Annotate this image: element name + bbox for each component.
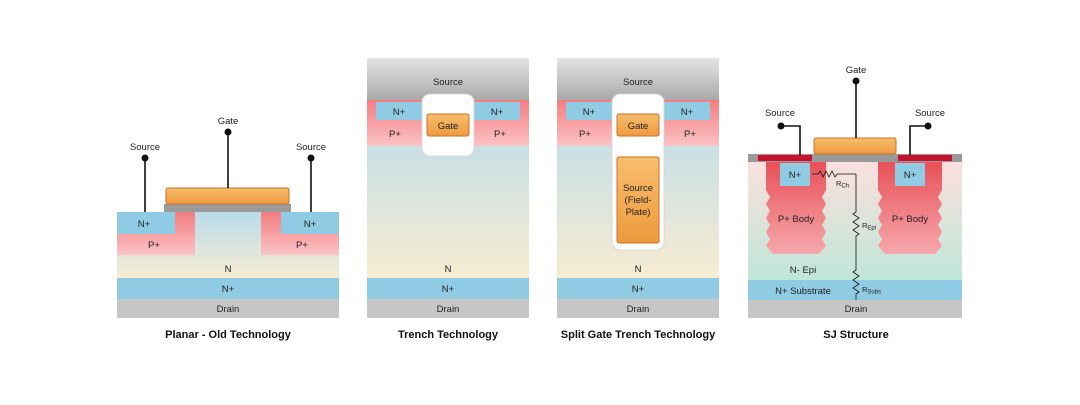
sj-n-plus-left [780, 163, 810, 186]
split-field-plate-label-line2: (Field- [625, 195, 652, 206]
split-n-label: N [635, 264, 642, 275]
planar-n-plus-substrate [117, 278, 339, 299]
split-field-plate [616, 156, 660, 244]
sj-source-label-right: Source [915, 108, 945, 119]
planar-p-plus-left-label: P+ [148, 240, 160, 251]
split-n-plus-left-label: N+ [583, 107, 596, 118]
planar-gate-label: Gate [218, 116, 239, 127]
sj-p-body-right [878, 162, 942, 254]
split-p-plus-right-label: P+ [684, 129, 696, 140]
trench-p-plus-right-label: P+ [494, 129, 506, 140]
split-n-plus-right [663, 102, 710, 120]
trench-n-plus-left-label: N+ [393, 107, 406, 118]
planar-gate-terminal [224, 128, 232, 136]
split-gate-diagram: Source Gate Source (Field- Plate) N+ N+ … [557, 58, 719, 341]
split-field-plate-label-line1: Source [623, 183, 653, 194]
split-n-plus-substrate-label: N+ [632, 284, 645, 295]
sj-r-subs-label: RSubs [862, 285, 881, 296]
sj-drain-metal [748, 300, 962, 318]
trench-p-plus-left-label: P+ [389, 129, 401, 140]
sj-n-epi-label: N- Epi [790, 265, 816, 276]
sj-gate [813, 137, 897, 155]
sj-p-body-left-label: P+ Body [778, 214, 814, 225]
planar-n-plus-left-label: N+ [138, 219, 151, 230]
split-gate [616, 113, 660, 137]
sj-n-plus-substrate-label: N+ Substrate [775, 286, 831, 297]
sj-n-plus-left-label: N+ [789, 170, 802, 181]
split-gate-label: Gate [628, 121, 649, 132]
split-n-plus-right-label: N+ [681, 107, 694, 118]
sj-source-label-left: Source [765, 108, 795, 119]
planar-n-plus-right-label: N+ [304, 219, 317, 230]
split-drain-metal [557, 299, 719, 318]
sj-source-metal-right [898, 155, 952, 161]
sj-caption: SJ Structure [823, 329, 888, 341]
split-caption: Split Gate Trench Technology [561, 329, 716, 341]
split-field-plate-label-line3: Plate) [626, 207, 651, 218]
planar-drain-label: Drain [217, 304, 240, 315]
trench-drain-label: Drain [437, 304, 460, 315]
sj-p-body-right-label: P+ Body [892, 214, 928, 225]
split-source-metal [557, 58, 719, 100]
planar-diagram: Gate Source Source N+ N+ P+ P+ N N+ Drai… [117, 116, 339, 341]
split-n-plus-substrate [557, 278, 719, 299]
trench-n-plus-left [376, 102, 423, 120]
planar-gate [165, 187, 290, 205]
planar-n-plus-right [281, 212, 339, 234]
sj-gate-terminal [852, 77, 860, 85]
sj-drain-label: Drain [845, 304, 868, 315]
planar-source-label-right: Source [296, 142, 326, 153]
planar-drain-metal [117, 299, 339, 318]
sj-resistor-network [812, 170, 860, 300]
sj-surface-oxide [748, 154, 962, 162]
trench-diagram: Source Gate N+ N+ P+ P+ N N+ Drain Trenc… [367, 58, 529, 341]
sj-n-plus-right [895, 163, 925, 186]
planar-source-terminal-left [141, 154, 149, 162]
sj-r-ch-label: RCh [836, 179, 849, 190]
trench-n-plus-substrate-label: N+ [442, 284, 455, 295]
trench-source-label: Source [433, 77, 463, 88]
planar-source-label-left: Source [130, 142, 160, 153]
trench-gate-label: Gate [438, 121, 459, 132]
split-p-plus-left-label: P+ [579, 129, 591, 140]
trench-drain-metal [367, 299, 529, 318]
trench-n-label: N [445, 264, 452, 275]
trench-gate [426, 113, 470, 137]
planar-n-label: N [225, 264, 232, 275]
split-drain-label: Drain [627, 304, 650, 315]
planar-source-terminal-right [307, 154, 315, 162]
planar-p-plus-right-label: P+ [296, 240, 308, 251]
split-source-label: Source [623, 77, 653, 88]
planar-n-plus-left [117, 212, 175, 234]
sj-n-plus-right-label: N+ [904, 170, 917, 181]
sj-source-metal-left [758, 155, 812, 161]
split-n-plus-left [566, 102, 613, 120]
sj-source-terminal-left [777, 122, 785, 130]
sj-source-terminal-right [924, 122, 932, 130]
trench-source-metal [367, 58, 529, 100]
planar-caption: Planar - Old Technology [165, 329, 292, 341]
sj-gate-label: Gate [846, 65, 867, 76]
trench-n-plus-right [473, 102, 520, 120]
sj-diagram: Gate Source Source N+ N+ P+ Body P+ Body… [748, 65, 962, 341]
sj-r-epi-label: REpi [862, 221, 876, 232]
planar-n-plus-substrate-label: N+ [222, 284, 235, 295]
planar-gate-oxide [164, 204, 291, 212]
trench-n-plus-substrate [367, 278, 529, 299]
trench-n-plus-right-label: N+ [491, 107, 504, 118]
sj-n-plus-substrate [748, 280, 962, 300]
trench-caption: Trench Technology [398, 329, 499, 341]
